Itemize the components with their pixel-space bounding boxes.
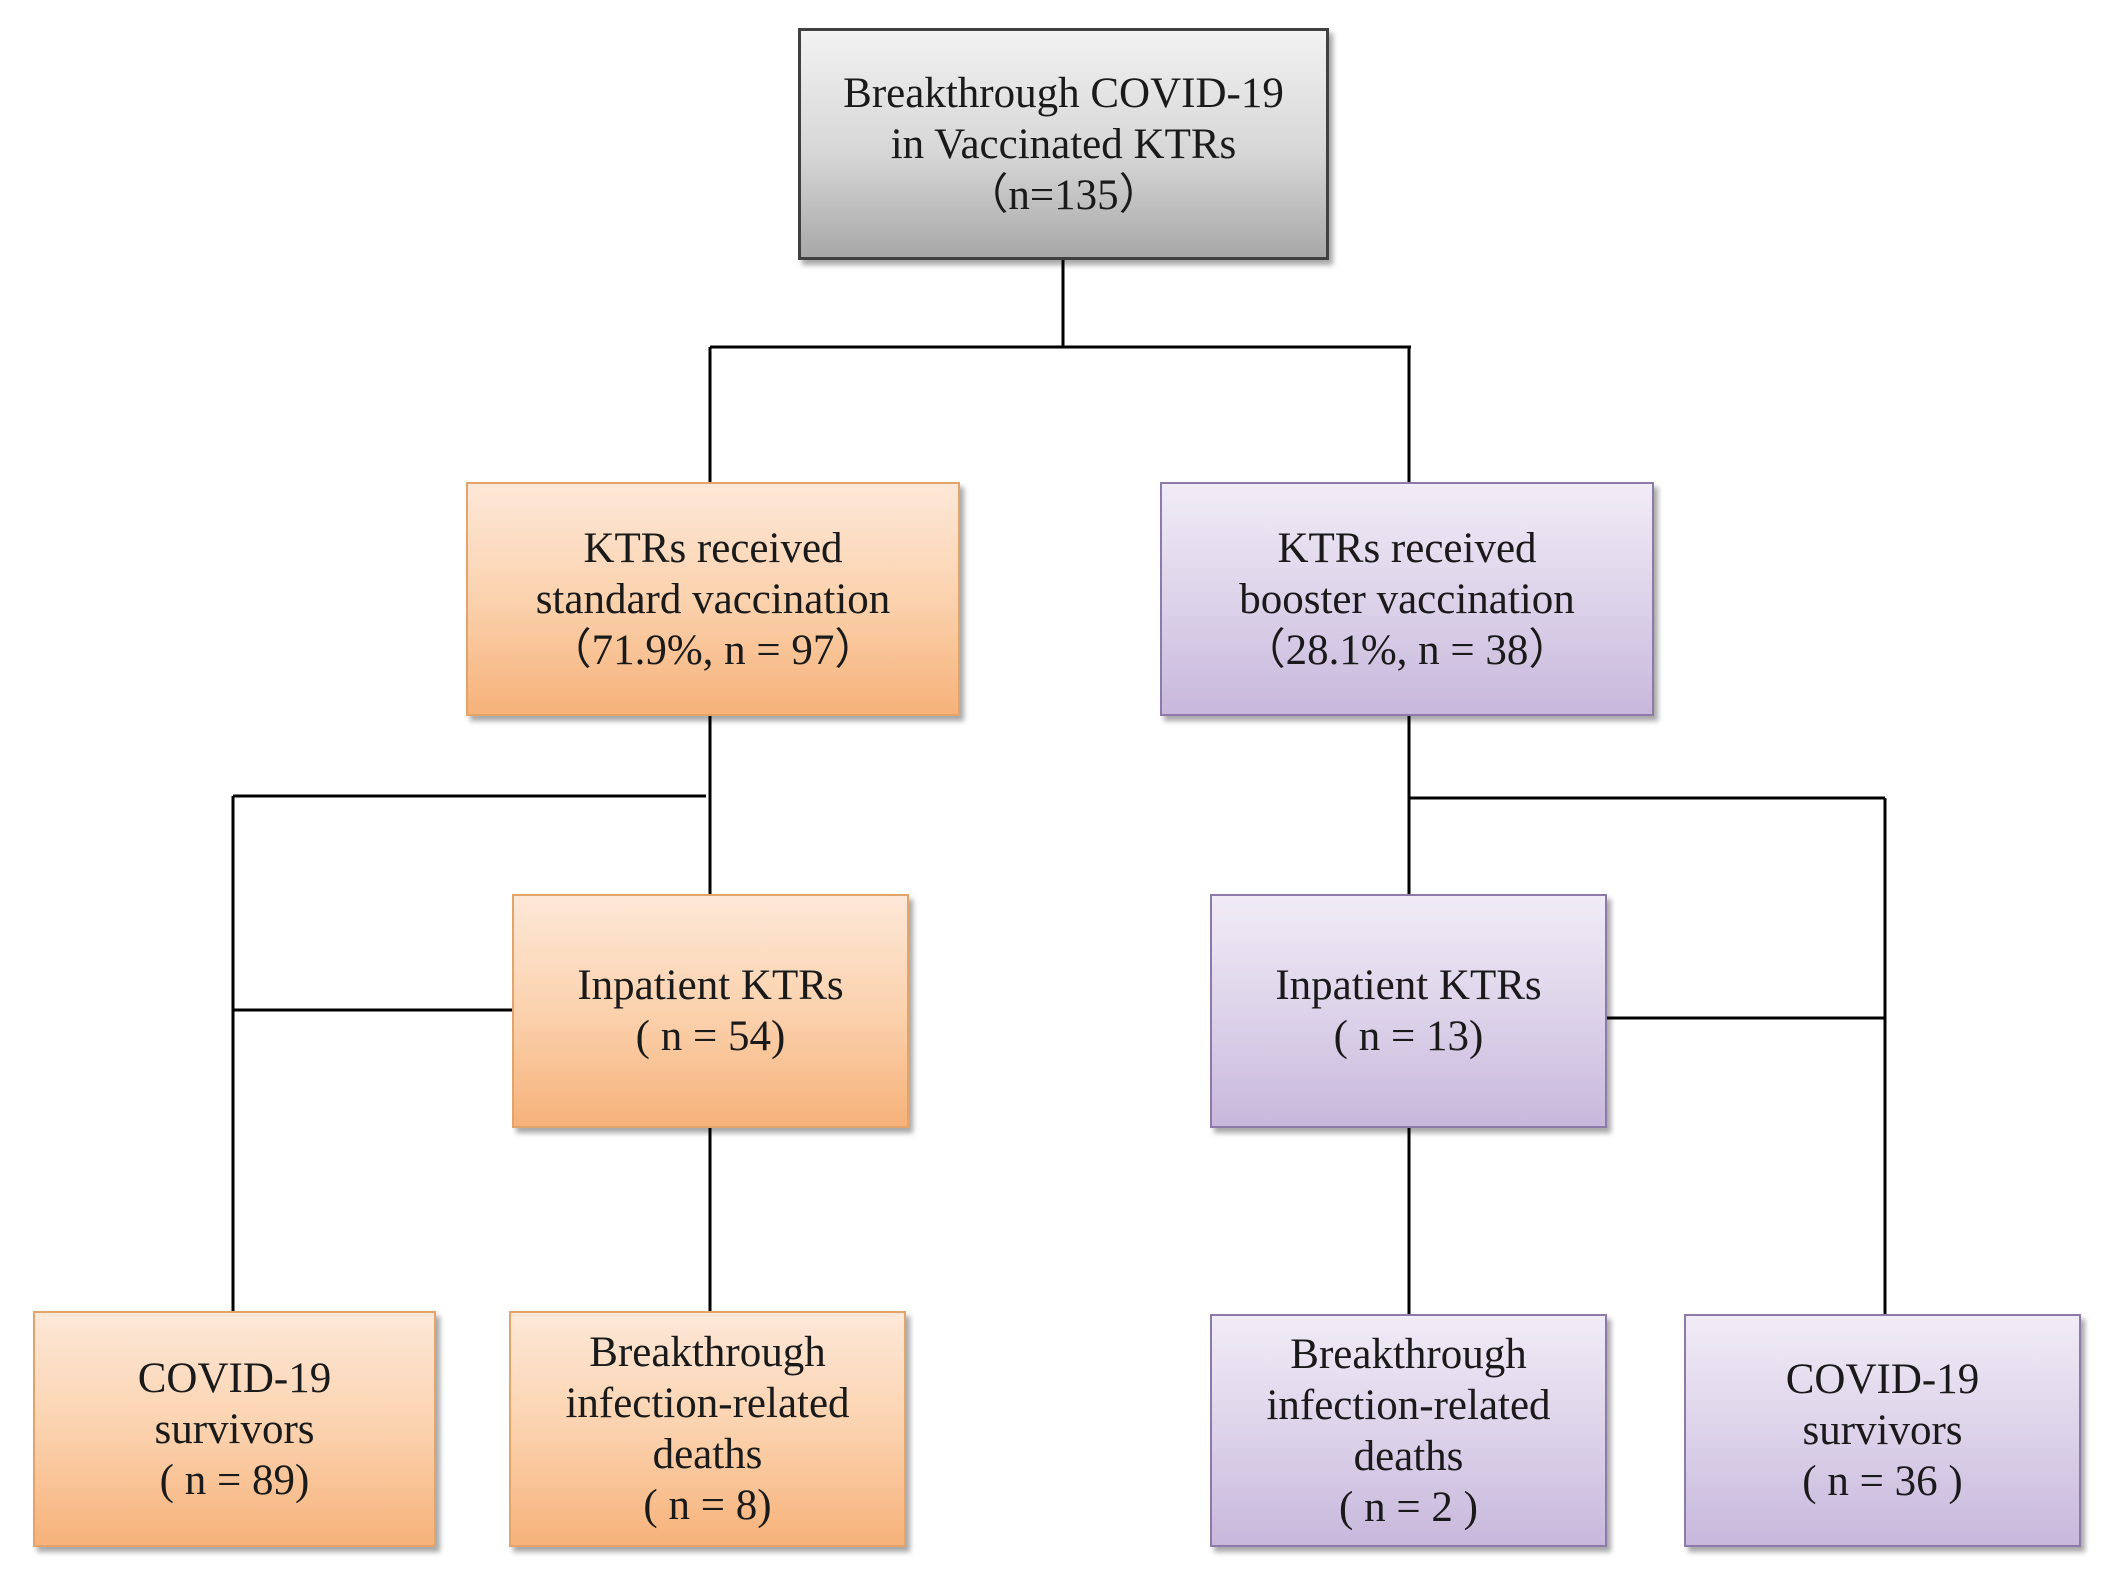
booster-line-3: （28.1%, n = 38） — [1242, 626, 1572, 674]
booster-deaths-line-4: ( n = 2 ) — [1339, 1483, 1478, 1531]
booster-deaths-box: Breakthrough infection-related deaths ( … — [1210, 1314, 1607, 1547]
root-box: Breakthrough COVID-19 in Vaccinated KTRs… — [798, 28, 1329, 260]
standard-deaths-line-2: infection-related — [565, 1380, 850, 1427]
standard-vaccination-box: KTRs received standard vaccination （71.9… — [466, 482, 960, 716]
booster-deaths-line-1: Breakthrough — [1290, 1330, 1527, 1378]
booster-deaths-line-2: infection-related — [1266, 1381, 1551, 1429]
standard-line-2: standard vaccination — [535, 575, 891, 623]
standard-inpatient-line-2: ( n = 54) — [635, 1013, 786, 1060]
standard-survivors-line-1: COVID-19 — [137, 1354, 332, 1402]
booster-vaccination-box: KTRs received booster vaccination （28.1%… — [1160, 482, 1654, 716]
standard-survivors-line-3: ( n = 89) — [159, 1456, 310, 1504]
standard-survivors-line-2: survivors — [154, 1405, 315, 1453]
booster-survivors-line-2: survivors — [1802, 1407, 1963, 1454]
standard-line-3: （71.9%, n = 97） — [548, 626, 878, 674]
standard-deaths-line-3: deaths — [652, 1431, 763, 1478]
booster-deaths-line-3: deaths — [1353, 1432, 1464, 1480]
standard-inpatient-line-1: Inpatient KTRs — [577, 962, 844, 1009]
standard-deaths-line-4: ( n = 8) — [643, 1482, 772, 1529]
booster-survivors-line-3: ( n = 36 ) — [1802, 1458, 1963, 1505]
booster-line-2: booster vaccination — [1239, 575, 1575, 623]
booster-inpatient-line-1: Inpatient KTRs — [1275, 962, 1542, 1009]
root-line-2: in Vaccinated KTRs — [890, 120, 1237, 168]
standard-deaths-line-1: Breakthrough — [589, 1329, 826, 1376]
booster-survivors-line-1: COVID-19 — [1785, 1356, 1980, 1403]
standard-line-1: KTRs received — [583, 524, 843, 572]
booster-line-1: KTRs received — [1277, 524, 1537, 572]
booster-inpatient-box: Inpatient KTRs ( n = 13) — [1210, 894, 1607, 1128]
booster-inpatient-line-2: ( n = 13) — [1333, 1013, 1484, 1060]
root-line-1: Breakthrough COVID-19 — [843, 69, 1284, 117]
booster-survivors-box: COVID-19 survivors ( n = 36 ) — [1684, 1314, 2081, 1547]
standard-survivors-box: COVID-19 survivors ( n = 89) — [33, 1311, 436, 1547]
standard-deaths-box: Breakthrough infection-related deaths ( … — [509, 1311, 906, 1547]
standard-inpatient-box: Inpatient KTRs ( n = 54) — [512, 894, 909, 1128]
root-line-3: （n=135） — [965, 171, 1162, 219]
